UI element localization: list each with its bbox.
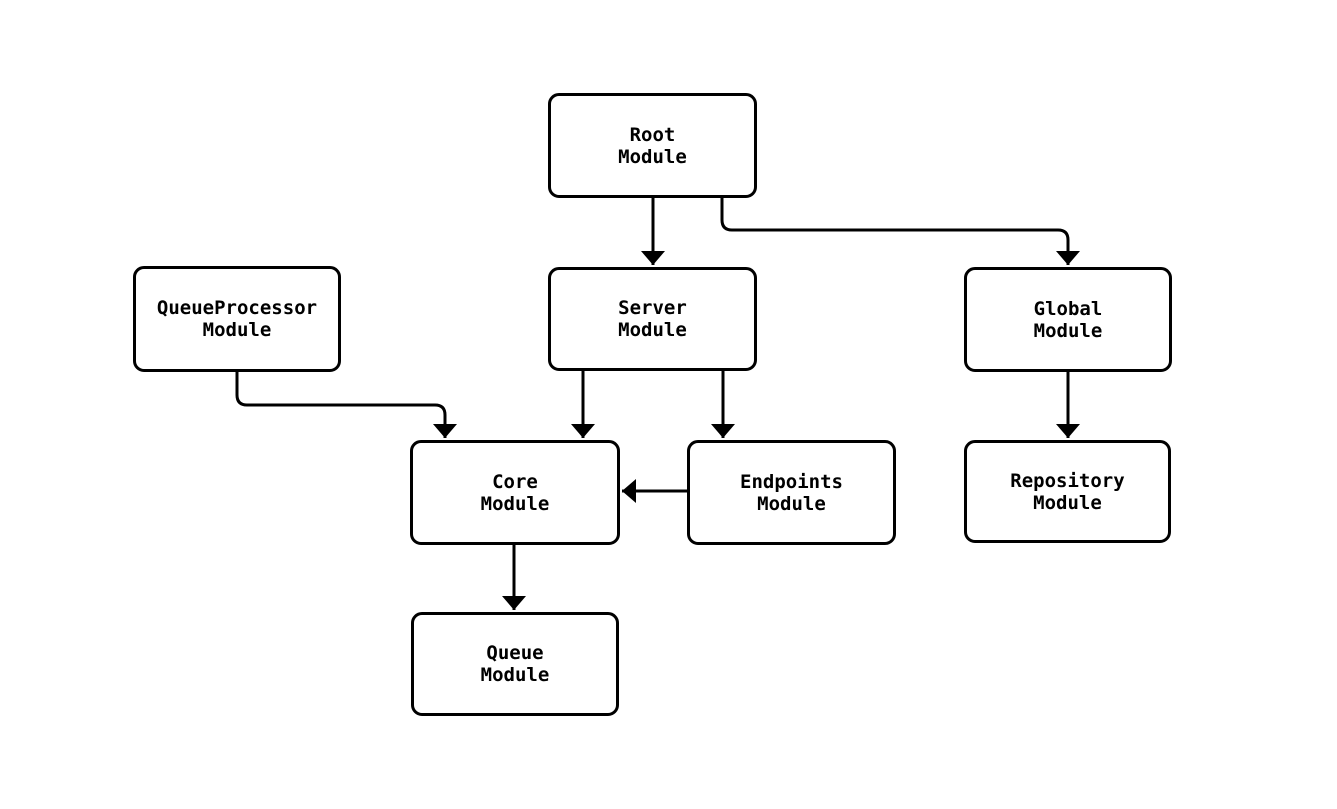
node-server-module: Server Module xyxy=(548,267,757,371)
node-repository-module: Repository Module xyxy=(964,440,1171,543)
node-server-module-label: Server Module xyxy=(618,297,687,341)
node-core-module: Core Module xyxy=(410,440,620,545)
node-queueprocessor-module: QueueProcessor Module xyxy=(133,266,341,372)
node-core-module-label: Core Module xyxy=(480,470,550,515)
node-repository-module-label: Repository Module xyxy=(1010,469,1125,514)
node-root-module-label: Root Module xyxy=(618,123,687,168)
node-root-module: Root Module xyxy=(548,93,757,198)
node-queue-module: Queue Module xyxy=(411,612,619,716)
node-queue-module-label: Queue Module xyxy=(480,642,550,686)
edge-queueprocessor-to-core xyxy=(235,372,457,438)
node-queueprocessor-module-label: QueueProcessor Module xyxy=(156,297,318,341)
node-endpoints-module-label: Endpoints Module xyxy=(740,470,843,515)
edge-root-to-global xyxy=(720,198,1080,265)
node-endpoints-module: Endpoints Module xyxy=(687,440,896,545)
node-global-module: Global Module xyxy=(964,267,1172,372)
node-global-module-label: Global Module xyxy=(1033,297,1103,342)
